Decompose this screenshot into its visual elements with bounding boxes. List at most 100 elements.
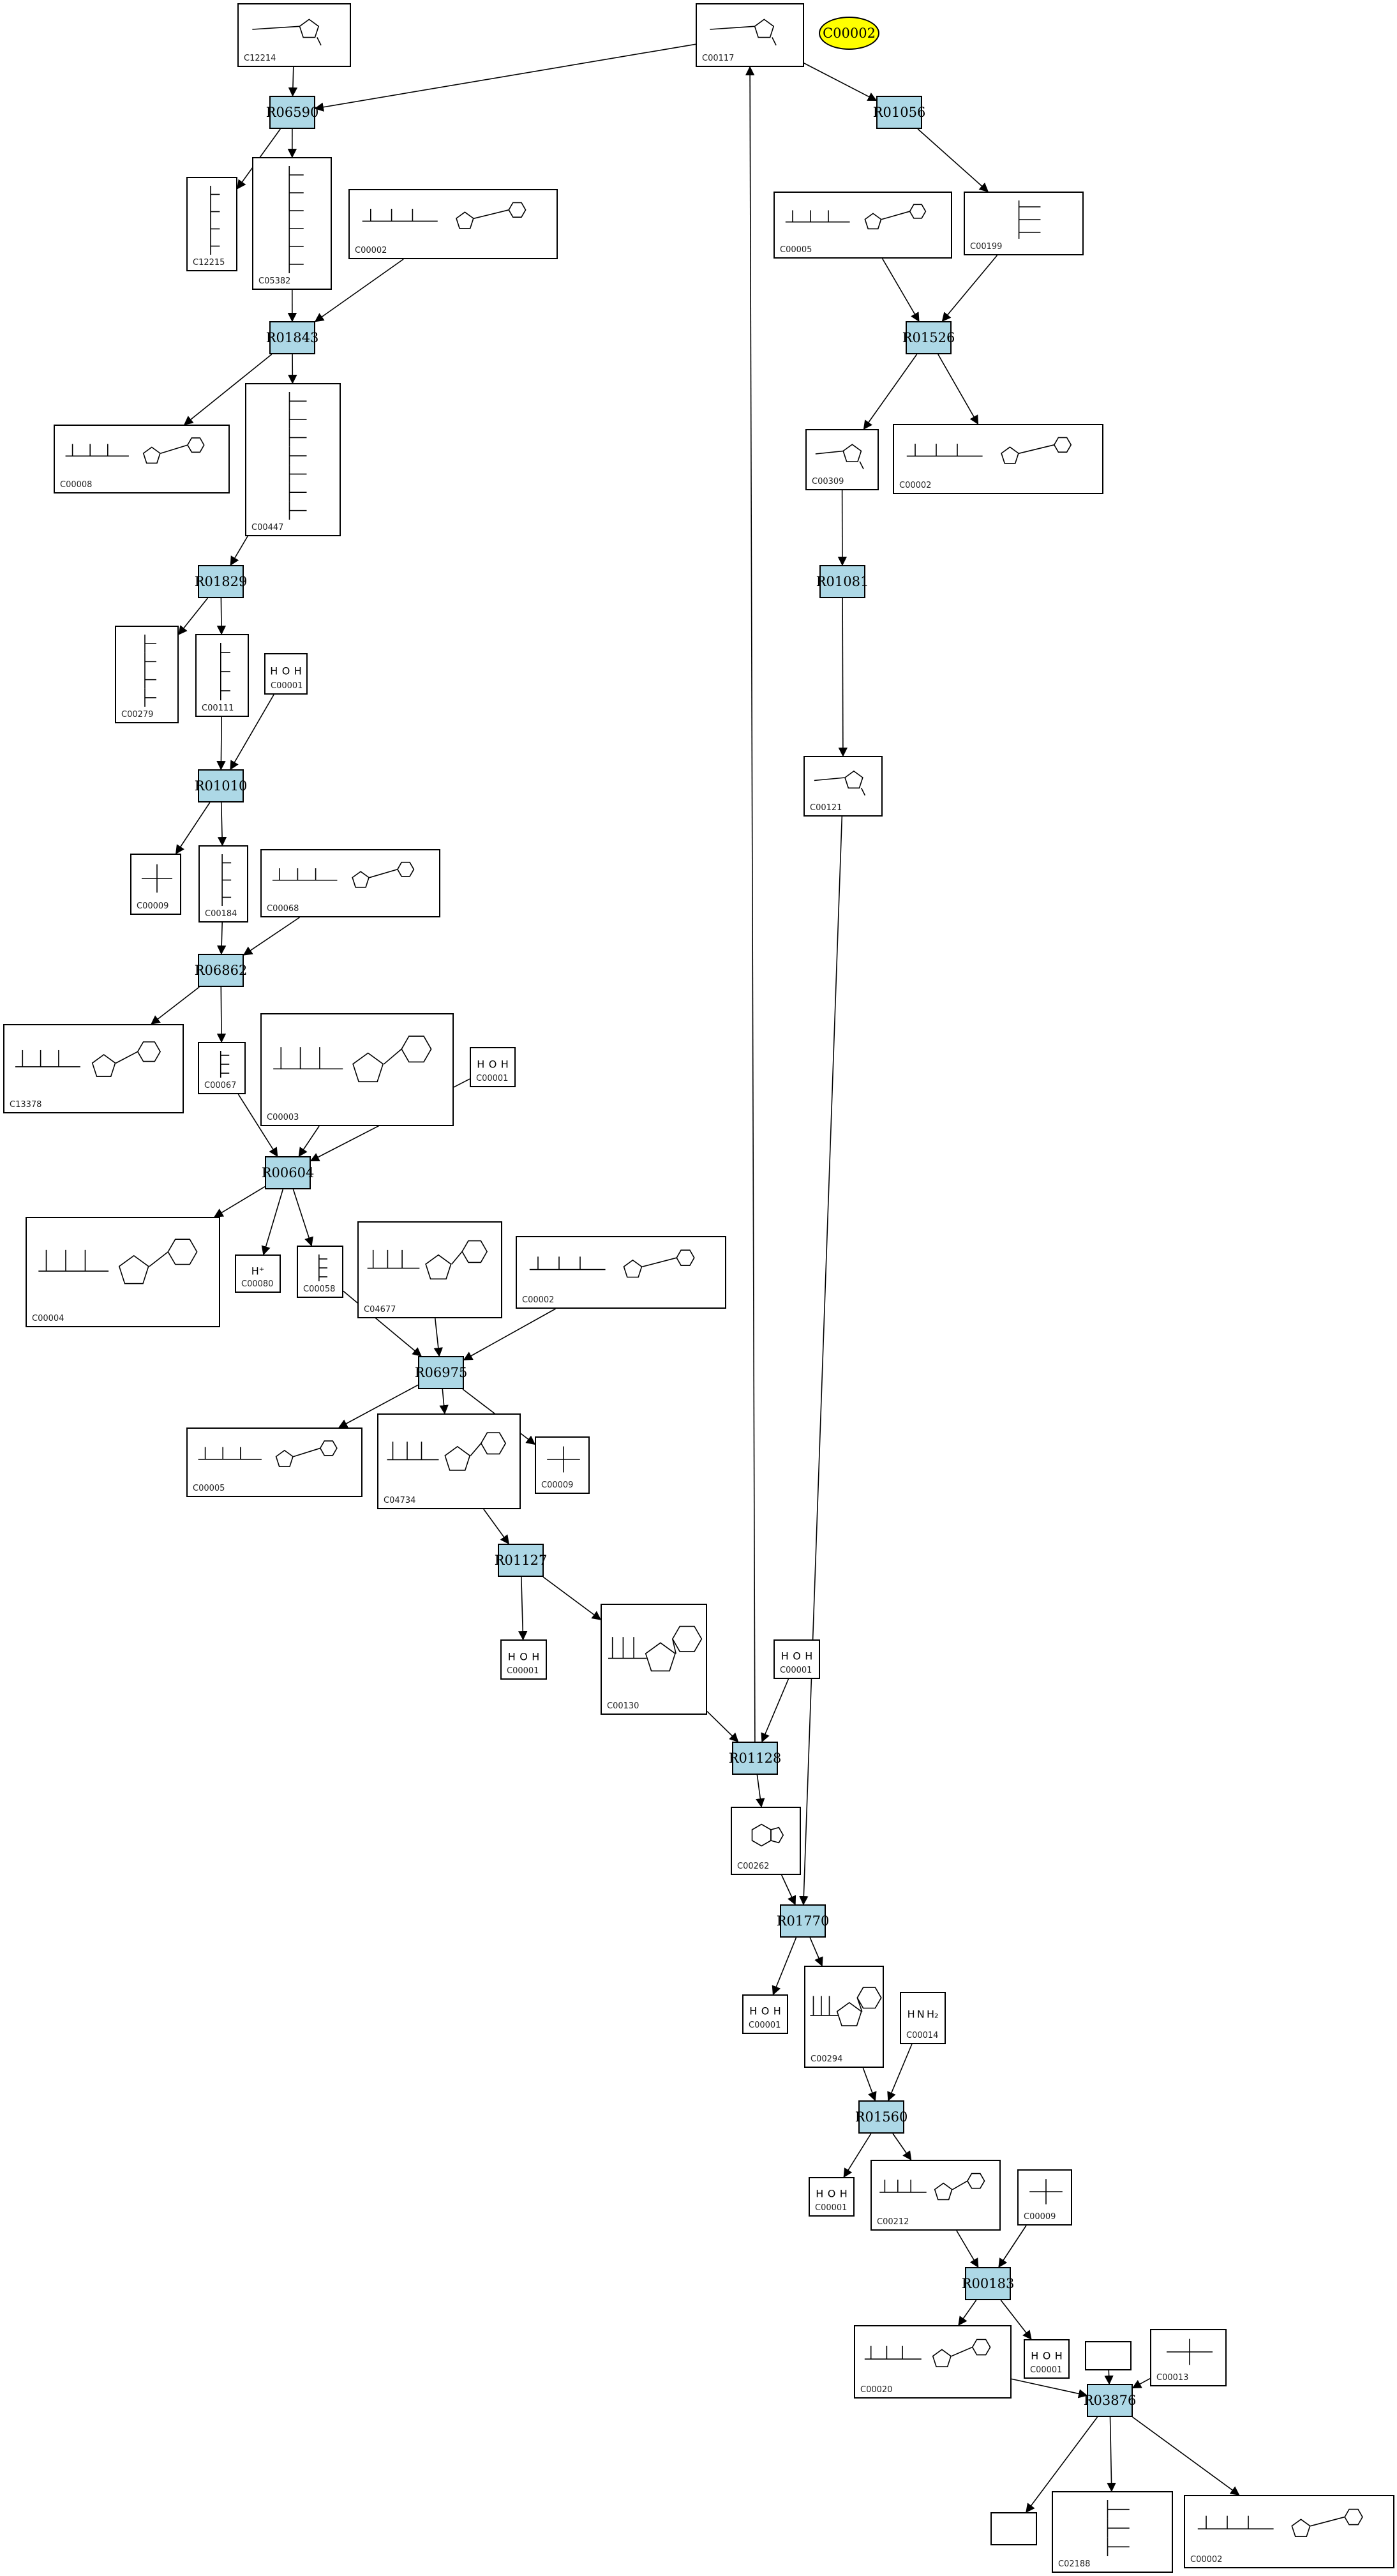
edge-R01081-to-c00121 bbox=[838, 598, 848, 757]
compound-box-c00058[interactable]: C00058 bbox=[297, 1246, 343, 1298]
compound-box-c00294[interactable]: C00294 bbox=[804, 1966, 884, 2068]
compound-box-c00020[interactable]: C00020 bbox=[854, 2325, 1012, 2399]
reaction-node-r01127[interactable]: R01127 bbox=[495, 1544, 547, 1577]
reaction-node-r01560[interactable]: R01560 bbox=[855, 2100, 908, 2134]
edge-R01843-to-c00008a bbox=[183, 354, 273, 425]
reaction-node-r01526[interactable]: R01526 bbox=[902, 321, 955, 354]
compound-box-c00262[interactable]: C00262 bbox=[731, 1807, 801, 1875]
edge-c00184-to-R06862 bbox=[216, 922, 227, 955]
compound-box-c00002[interactable]: C00002 bbox=[1184, 2495, 1394, 2568]
compound-box-c00068[interactable]: C00068 bbox=[260, 849, 440, 917]
compound-box-c00008[interactable]: C00008 bbox=[54, 425, 230, 493]
compound-id-label: C00067 bbox=[204, 1081, 237, 1090]
reaction-node-r01829[interactable]: R01829 bbox=[195, 565, 247, 598]
structure-drawing bbox=[252, 19, 322, 46]
compound-box-c12214[interactable]: C12214 bbox=[237, 3, 351, 67]
edge-R01010-to-c00009a bbox=[176, 802, 211, 855]
structure-drawing bbox=[142, 864, 172, 893]
compound-box-c00009[interactable]: C00009 bbox=[130, 854, 181, 915]
compound-box-c00004[interactable]: C00004 bbox=[26, 1217, 220, 1327]
reaction-node-r01056[interactable]: R01056 bbox=[873, 96, 925, 129]
structure-drawing bbox=[387, 1432, 507, 1471]
reaction-node-r01843[interactable]: R01843 bbox=[266, 321, 318, 354]
edge-R01526-to-c00002b bbox=[938, 354, 979, 425]
compound-id-label: C00001 bbox=[749, 2021, 781, 2030]
edge-c00447-to-R01829 bbox=[230, 536, 248, 566]
compound-box-c12215[interactable]: C12215 bbox=[186, 177, 237, 271]
reaction-node-r03876[interactable]: R03876 bbox=[1084, 2384, 1136, 2417]
edge-c00009c-to-R00183 bbox=[998, 2225, 1027, 2268]
reaction-label: R06590 bbox=[265, 105, 319, 120]
edge-R01056-to-c00199 bbox=[917, 128, 989, 192]
compound-box-c00447[interactable]: C00447 bbox=[245, 383, 341, 536]
compound-id-label: C00013 bbox=[1156, 2373, 1189, 2383]
compound-box-empty[interactable] bbox=[990, 2512, 1037, 2545]
reaction-node-r00604[interactable]: R00604 bbox=[262, 1156, 314, 1189]
compound-box-c00212[interactable]: C00212 bbox=[870, 2160, 1001, 2231]
compound-id-label: C00058 bbox=[303, 1284, 336, 1294]
structure-drawing bbox=[1018, 200, 1041, 239]
compound-box-c04677[interactable]: C04677 bbox=[357, 1221, 502, 1318]
compound-id-label: C00001 bbox=[476, 1074, 509, 1083]
compound-box-c00199[interactable]: C00199 bbox=[964, 192, 1084, 255]
compound-box-c00002[interactable]: C00002 bbox=[348, 189, 558, 259]
reaction-node-r01081[interactable]: R01081 bbox=[816, 565, 869, 598]
edge-R01127-to-c00001c bbox=[518, 1576, 528, 1641]
compound-box-c00003[interactable]: C00003 bbox=[260, 1013, 454, 1126]
structure-drawing bbox=[288, 166, 304, 273]
compound-box-c00009[interactable]: C00009 bbox=[1017, 2169, 1072, 2226]
compound-box-c00130[interactable]: C00130 bbox=[601, 1604, 707, 1715]
edge-c00068-to-R06862 bbox=[243, 917, 300, 956]
compound-box-c00009[interactable]: C00009 bbox=[535, 1436, 590, 1494]
compound-id-label: C00184 bbox=[205, 909, 237, 919]
edge-R06975-to-c00005b bbox=[338, 1384, 419, 1428]
compound-box-c04734[interactable]: C04734 bbox=[377, 1413, 521, 1509]
compound-box-c05382[interactable]: C05382 bbox=[252, 157, 332, 290]
reaction-node-r06975[interactable]: R06975 bbox=[415, 1356, 467, 1389]
reaction-node-r06590[interactable]: R06590 bbox=[266, 96, 318, 129]
structure-drawing bbox=[547, 1446, 580, 1473]
edge-R01128-to-c00117 bbox=[745, 66, 756, 1742]
compound-box-c00005[interactable]: C00005 bbox=[186, 1427, 362, 1497]
compound-box-c00013[interactable]: C00013 bbox=[1150, 2329, 1227, 2386]
reaction-node-r01770[interactable]: R01770 bbox=[777, 1904, 829, 1938]
compound-box-c00279[interactable]: C00279 bbox=[115, 626, 179, 723]
reaction-node-r00183[interactable]: R00183 bbox=[962, 2267, 1014, 2300]
reaction-node-r06862[interactable]: R06862 bbox=[195, 954, 247, 987]
compound-id-label: C04677 bbox=[364, 1305, 396, 1314]
compound-box-c00111[interactable]: C00111 bbox=[195, 634, 249, 717]
reaction-node-r01010[interactable]: R01010 bbox=[195, 769, 247, 802]
compound-box-c00184[interactable]: C00184 bbox=[198, 845, 248, 923]
compound-box-empty[interactable] bbox=[1085, 2341, 1132, 2370]
reaction-node-r01128[interactable]: R01128 bbox=[729, 1742, 781, 1775]
compound-id-label: C00008 bbox=[60, 480, 93, 490]
structure-drawing bbox=[751, 1823, 784, 1847]
compound-box-c00309[interactable]: C00309 bbox=[805, 429, 879, 490]
compound-box-c00002[interactable]: C00002 bbox=[893, 424, 1103, 494]
compound-box-c00117[interactable]: C00117 bbox=[696, 3, 804, 67]
compound-id-label: C00121 bbox=[810, 803, 842, 813]
compound-box-c00067[interactable]: C00067 bbox=[198, 1042, 246, 1094]
compound-id-label: C00130 bbox=[607, 1701, 639, 1711]
compound-box-c00005[interactable]: C00005 bbox=[773, 192, 952, 259]
compound-box-c00121[interactable]: C00121 bbox=[803, 756, 883, 817]
edge-c00294-to-R01560 bbox=[862, 2067, 877, 2102]
compound-box-c00080[interactable]: H⁺C00080 bbox=[235, 1254, 281, 1293]
compound-box-c13378[interactable]: C13378 bbox=[3, 1024, 184, 1113]
highlight-compound-ellipse: C00002 bbox=[819, 17, 879, 50]
compound-id-label: C00002 bbox=[1190, 2555, 1223, 2565]
compound-box-c00002[interactable]: C00002 bbox=[516, 1236, 726, 1309]
compound-box-c02188[interactable]: C02188 bbox=[1052, 2491, 1173, 2573]
edge-c00058-to-R06975 bbox=[343, 1290, 422, 1357]
compound-id-label: C00447 bbox=[251, 523, 284, 532]
structure-drawing bbox=[815, 444, 864, 470]
